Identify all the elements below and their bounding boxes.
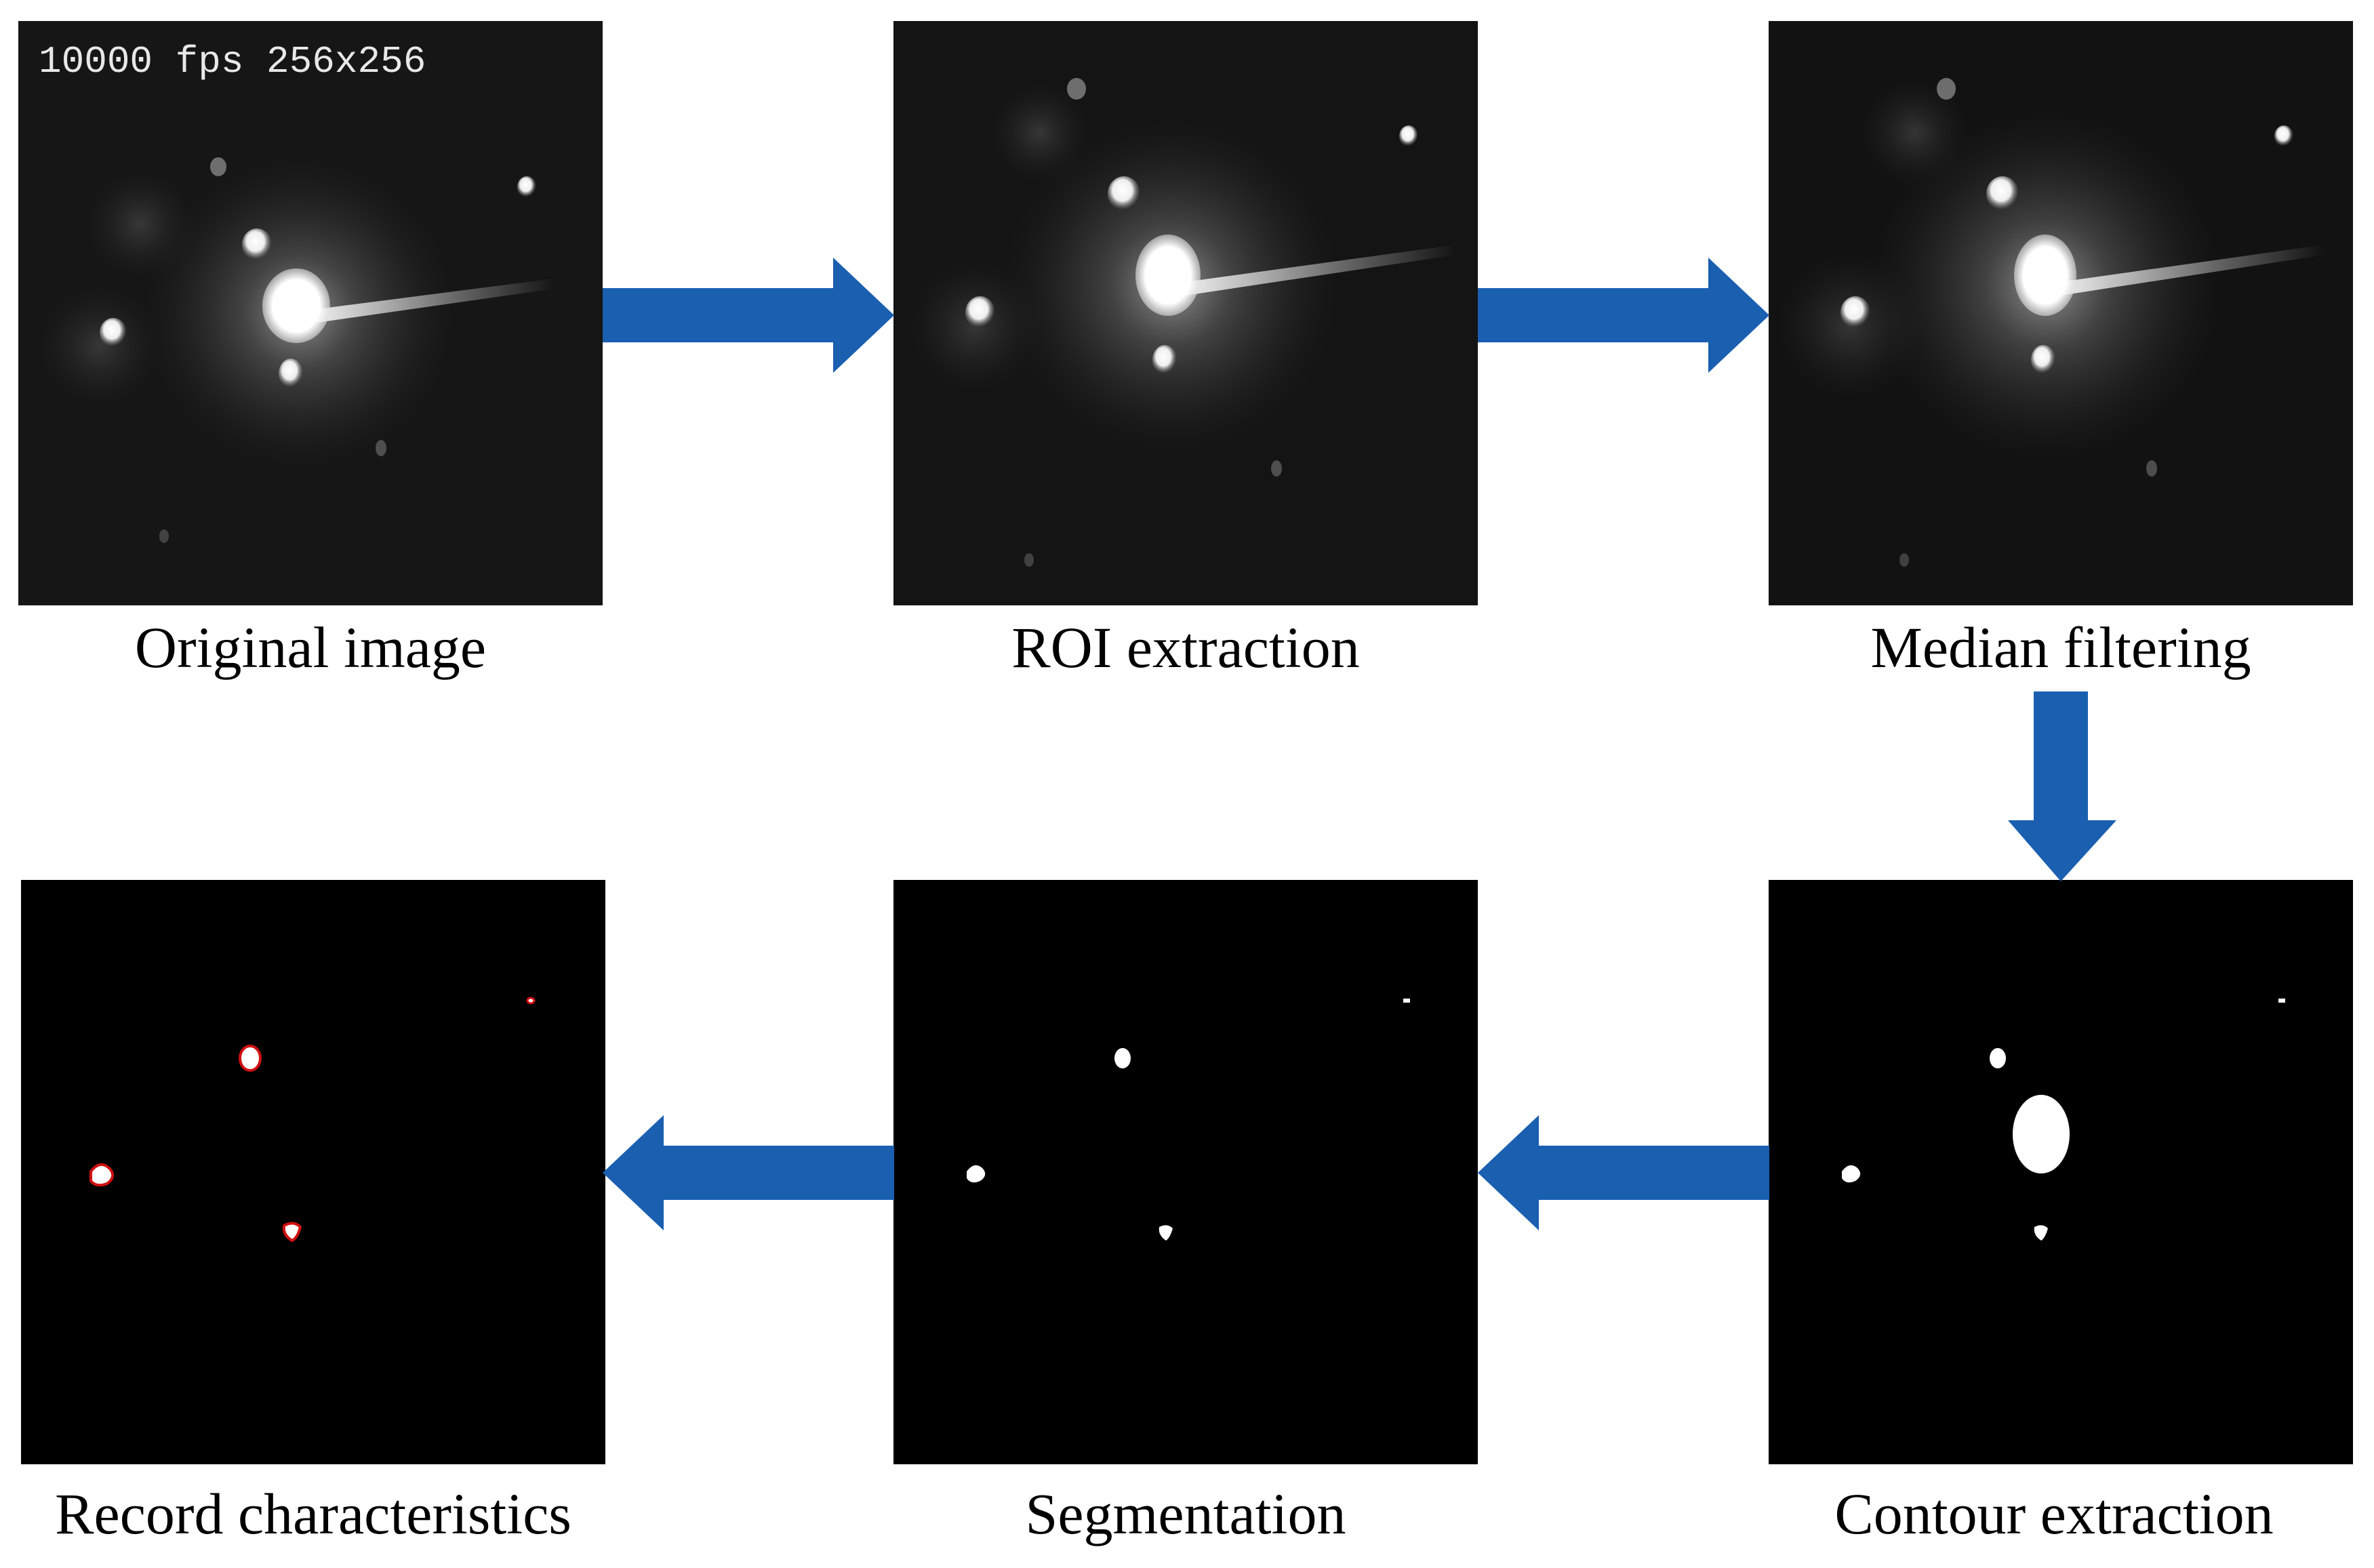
arrow-right-icon (603, 258, 894, 373)
image-overlay-text: 10000 fps 256x256 (39, 40, 426, 83)
caption-original-image: Original image (134, 615, 487, 680)
contour-extraction-panel (1769, 880, 2353, 1464)
caption-contour-extraction: Contour extraction (1834, 1481, 2274, 1546)
arrow-right-2 (1478, 258, 1769, 373)
arrow-left-icon (1478, 1115, 1769, 1230)
caption-record-characteristics: Record characteristics (55, 1481, 571, 1546)
arrow-right-icon (1478, 258, 1769, 373)
original-image-panel: 10000 fps 256x256 (18, 21, 603, 605)
arrow-down (2008, 691, 2116, 881)
caption-roi-extraction: ROI extraction (1011, 615, 1360, 680)
roi-extraction-picture (893, 21, 1478, 605)
arrow-down-icon (2008, 691, 2116, 881)
roi-extraction-panel (893, 21, 1478, 605)
record-characteristics-panel (21, 880, 605, 1464)
arrow-left-1 (1478, 1115, 1769, 1230)
original-image-picture (18, 21, 603, 605)
arrow-left-2 (603, 1115, 894, 1230)
arrow-right-1 (603, 258, 894, 373)
caption-median-filtering: Median filtering (1870, 615, 2251, 680)
arrow-left-icon (603, 1115, 894, 1230)
contour-extraction-picture (1769, 880, 2353, 1464)
segmentation-panel (893, 880, 1478, 1464)
median-filtering-picture (1769, 21, 2353, 605)
median-filtering-panel (1769, 21, 2353, 605)
record-characteristics-picture (21, 880, 605, 1464)
segmentation-picture (893, 880, 1478, 1464)
caption-segmentation: Segmentation (1025, 1481, 1346, 1546)
